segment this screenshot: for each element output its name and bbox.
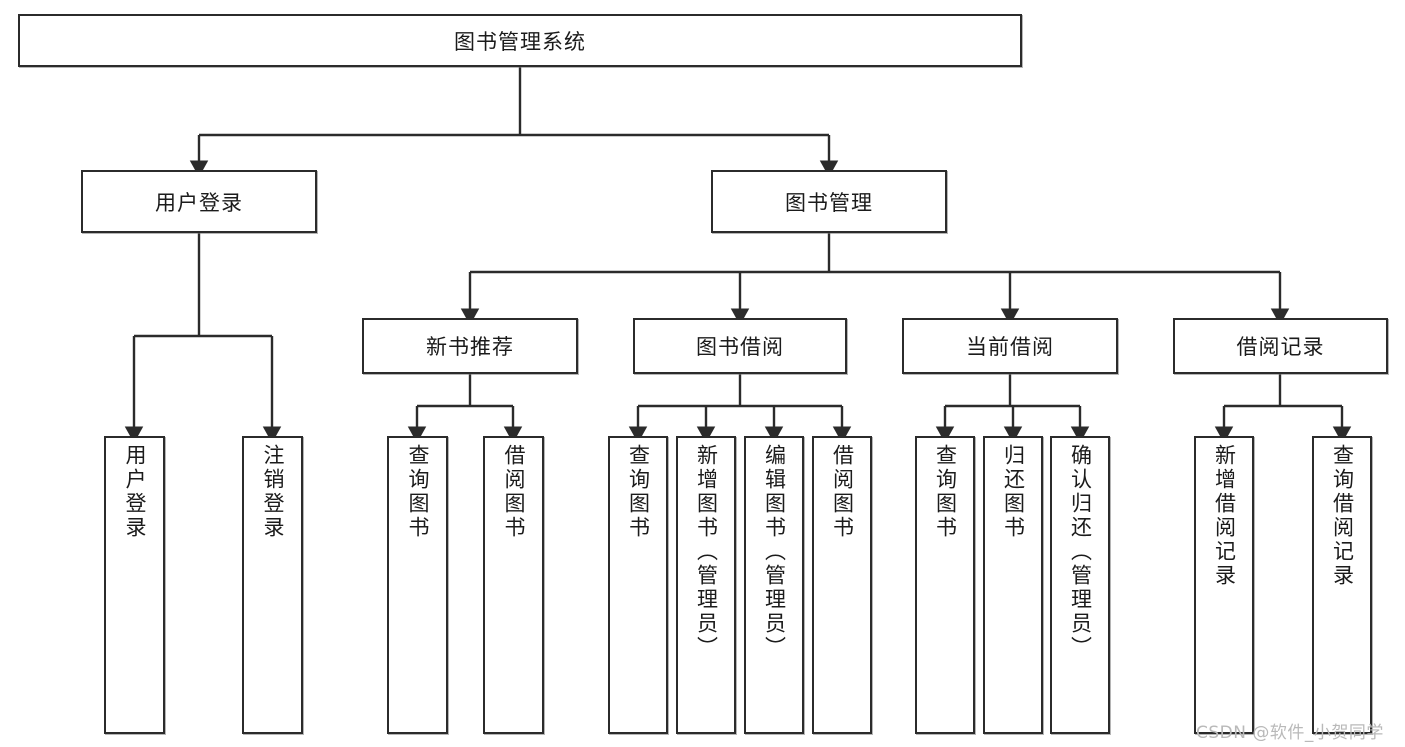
node-leaf-user-logout[interactable]: 注销登录 xyxy=(242,436,303,734)
node-label: 图书管理系统 xyxy=(454,29,586,54)
connector-lines xyxy=(124,67,1352,444)
node-label: 查询图书 xyxy=(389,438,446,732)
node-label-text: 借阅图书 xyxy=(502,444,526,540)
node-leaf-add-book-admin[interactable]: 新增图书（管理员） xyxy=(676,436,736,734)
node-label: 借阅图书 xyxy=(814,438,870,732)
node-label-text: 用户登录 xyxy=(123,444,147,540)
node-label: 归还图书 xyxy=(985,438,1041,732)
node-label: 图书管理 xyxy=(785,190,873,215)
node-label-text: 查询图书 xyxy=(406,444,430,540)
node-label-text: 新增图书（管理员） xyxy=(694,444,719,660)
node-book-manage[interactable]: 图书管理 xyxy=(711,170,947,233)
node-label-text: 借阅图书 xyxy=(830,444,855,540)
node-leaf-query-book-current[interactable]: 查询图书 xyxy=(915,436,975,734)
node-leaf-query-book-borrow[interactable]: 查询图书 xyxy=(608,436,668,734)
node-label-text: 注销登录 xyxy=(261,444,285,540)
node-leaf-edit-book-admin[interactable]: 编辑图书（管理员） xyxy=(744,436,804,734)
node-label: 借阅记录 xyxy=(1236,335,1325,359)
node-label-text: 查询图书 xyxy=(933,444,958,540)
node-new-book-recommend[interactable]: 新书推荐 xyxy=(362,318,578,374)
node-label: 注销登录 xyxy=(244,438,301,732)
node-root-图书管理系统[interactable]: 图书管理系统 xyxy=(18,14,1022,67)
node-label: 新书推荐 xyxy=(426,335,514,359)
node-leaf-borrow-book[interactable]: 借阅图书 xyxy=(812,436,872,734)
node-label-text: 确认归还（管理员） xyxy=(1068,444,1093,660)
node-label-text: 编辑图书（管理员） xyxy=(762,444,787,660)
node-book-borrow[interactable]: 图书借阅 xyxy=(633,318,847,374)
node-user-login[interactable]: 用户登录 xyxy=(81,170,317,233)
node-label: 查询图书 xyxy=(917,438,973,732)
node-label: 编辑图书（管理员） xyxy=(746,438,802,732)
node-label: 用户登录 xyxy=(106,438,163,732)
node-leaf-user-login[interactable]: 用户登录 xyxy=(104,436,165,734)
node-label-text: 归还图书 xyxy=(1001,444,1026,540)
node-leaf-query-book-recommend[interactable]: 查询图书 xyxy=(387,436,448,734)
node-label-text: 查询图书 xyxy=(626,444,651,540)
node-label: 借阅图书 xyxy=(485,438,542,732)
node-leaf-return-book[interactable]: 归还图书 xyxy=(983,436,1043,734)
node-label-text: 新增借阅记录 xyxy=(1212,444,1237,588)
node-label: 用户登录 xyxy=(155,190,243,215)
node-current-borrow[interactable]: 当前借阅 xyxy=(902,318,1118,374)
watermark-text: CSDN @软件_小贺同学 xyxy=(1196,723,1384,743)
node-leaf-query-borrow-record[interactable]: 查询借阅记录 xyxy=(1312,436,1372,734)
node-label: 确认归还（管理员） xyxy=(1052,438,1108,732)
node-label: 查询图书 xyxy=(610,438,666,732)
node-leaf-confirm-return-admin[interactable]: 确认归还（管理员） xyxy=(1050,436,1110,734)
node-label: 查询借阅记录 xyxy=(1314,438,1370,732)
node-borrow-record[interactable]: 借阅记录 xyxy=(1173,318,1388,374)
node-label: 新增借阅记录 xyxy=(1196,438,1252,732)
node-label: 图书借阅 xyxy=(696,335,784,359)
node-label: 当前借阅 xyxy=(966,335,1054,359)
node-label-text: 查询借阅记录 xyxy=(1330,444,1355,588)
node-leaf-borrow-book-recommend[interactable]: 借阅图书 xyxy=(483,436,544,734)
node-leaf-add-borrow-record[interactable]: 新增借阅记录 xyxy=(1194,436,1254,734)
node-label: 新增图书（管理员） xyxy=(678,438,734,732)
